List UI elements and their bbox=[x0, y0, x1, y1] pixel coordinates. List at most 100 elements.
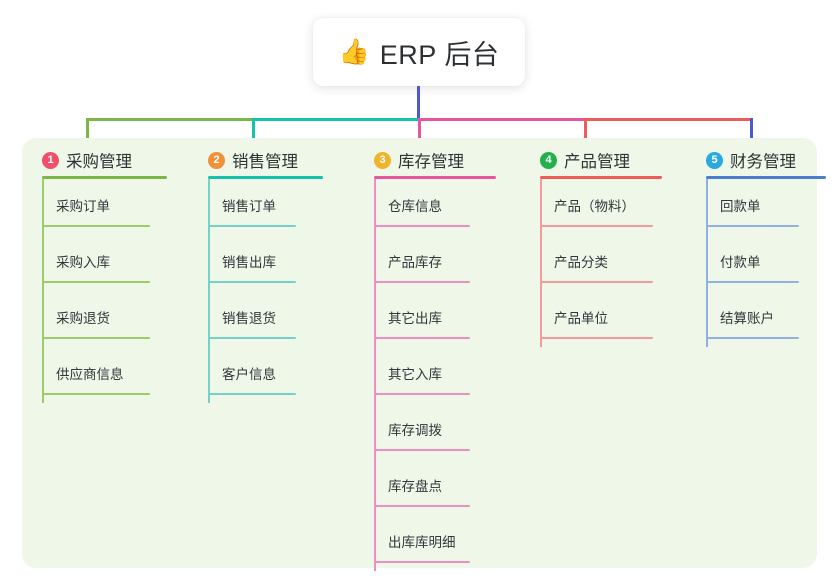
column-header-rule-stock bbox=[374, 176, 496, 179]
column-badge-finance: 5 bbox=[706, 151, 723, 169]
list-item-label: 产品库存 bbox=[388, 255, 442, 270]
list-item[interactable]: 回款单 bbox=[686, 179, 836, 235]
list-item-label: 销售出库 bbox=[222, 255, 276, 270]
list-item-rule bbox=[706, 337, 799, 339]
list-item[interactable]: 销售出库 bbox=[188, 235, 354, 291]
list-item-rule bbox=[540, 225, 653, 227]
list-item[interactable]: 库存盘点 bbox=[354, 459, 520, 515]
connector-bus-sales bbox=[252, 118, 421, 121]
column-items-purchase: 采购订单采购入库采购退货供应商信息 bbox=[22, 179, 188, 403]
connector-bus-purchase bbox=[86, 118, 255, 121]
list-item[interactable]: 供应商信息 bbox=[22, 347, 188, 403]
column-spine-product bbox=[540, 179, 542, 347]
list-item-label: 付款单 bbox=[720, 255, 761, 270]
column-spine-finance bbox=[706, 179, 708, 347]
list-item-rule bbox=[208, 337, 296, 339]
list-item[interactable]: 产品库存 bbox=[354, 235, 520, 291]
root-node[interactable]: 👍 ERP 后台 bbox=[313, 18, 525, 86]
connector-stub-purchase bbox=[86, 118, 89, 138]
list-item-label: 采购订单 bbox=[56, 199, 110, 214]
list-item[interactable]: 其它入库 bbox=[354, 347, 520, 403]
column-items-stock: 仓库信息产品库存其它出库其它入库库存调拨库存盘点出库库明细 bbox=[354, 179, 520, 571]
list-item-rule bbox=[42, 281, 150, 283]
list-item[interactable]: 采购订单 bbox=[22, 179, 188, 235]
column-header-purchase[interactable]: 1 采购管理 bbox=[22, 144, 188, 176]
list-item-label: 供应商信息 bbox=[56, 367, 124, 382]
list-item-label: 出库库明细 bbox=[388, 535, 456, 550]
list-item-rule bbox=[208, 393, 296, 395]
list-item-rule bbox=[42, 225, 150, 227]
list-item-rule bbox=[374, 337, 470, 339]
list-item[interactable]: 产品（物料） bbox=[520, 179, 686, 235]
list-item[interactable]: 采购退货 bbox=[22, 291, 188, 347]
list-item-label: 回款单 bbox=[720, 199, 761, 214]
list-item-label: 其它入库 bbox=[388, 367, 442, 382]
column-spine-purchase bbox=[42, 179, 44, 403]
list-item-label: 销售退货 bbox=[222, 311, 276, 326]
list-item[interactable]: 销售退货 bbox=[188, 291, 354, 347]
list-item[interactable]: 出库库明细 bbox=[354, 515, 520, 571]
connector-bus-product bbox=[584, 118, 753, 121]
list-item-label: 库存调拨 bbox=[388, 423, 442, 438]
list-item-label: 仓库信息 bbox=[388, 199, 442, 214]
column-title-product: 产品管理 bbox=[564, 153, 630, 171]
column-items-sales: 销售订单销售出库销售退货客户信息 bbox=[188, 179, 354, 403]
list-item-rule bbox=[374, 561, 470, 563]
column-header-stock[interactable]: 3 库存管理 bbox=[354, 144, 520, 176]
root-title: ERP 后台 bbox=[379, 39, 500, 70]
thumbs-up-emoji: 👍 bbox=[338, 37, 370, 66]
list-item-label: 结算账户 bbox=[720, 311, 774, 326]
list-item-label: 客户信息 bbox=[222, 367, 276, 382]
connector-trunk bbox=[417, 86, 420, 121]
list-item-label: 产品分类 bbox=[554, 255, 608, 270]
list-item-rule bbox=[374, 225, 470, 227]
list-item[interactable]: 销售订单 bbox=[188, 179, 354, 235]
list-item[interactable]: 采购入库 bbox=[22, 235, 188, 291]
column-header-rule-sales bbox=[208, 176, 323, 179]
connector-stub-stock bbox=[418, 118, 421, 138]
column-title-purchase: 采购管理 bbox=[66, 153, 132, 171]
list-item-rule bbox=[42, 393, 150, 395]
column-title-sales: 销售管理 bbox=[232, 153, 298, 171]
connector-stub-finance bbox=[750, 118, 753, 138]
list-item-label: 采购入库 bbox=[56, 255, 110, 270]
column-header-rule-purchase bbox=[42, 176, 167, 179]
list-item[interactable]: 付款单 bbox=[686, 235, 836, 291]
list-item[interactable]: 产品单位 bbox=[520, 291, 686, 347]
column-header-product[interactable]: 4 产品管理 bbox=[520, 144, 686, 176]
list-item-rule bbox=[374, 505, 470, 507]
list-item-label: 采购退货 bbox=[56, 311, 110, 326]
list-item-label: 产品单位 bbox=[554, 311, 608, 326]
column-badge-stock: 3 bbox=[374, 151, 391, 169]
list-item[interactable]: 结算账户 bbox=[686, 291, 836, 347]
list-item-label: 销售订单 bbox=[222, 199, 276, 214]
list-item-label: 产品（物料） bbox=[554, 199, 635, 214]
list-item-label: 其它出库 bbox=[388, 311, 442, 326]
list-item-label: 库存盘点 bbox=[388, 479, 442, 494]
list-item-rule bbox=[208, 225, 296, 227]
list-item-rule bbox=[374, 449, 470, 451]
list-item-rule bbox=[706, 225, 799, 227]
list-item-rule bbox=[208, 281, 296, 283]
list-item[interactable]: 其它出库 bbox=[354, 291, 520, 347]
column-stock: 3 库存管理仓库信息产品库存其它出库其它入库库存调拨库存盘点出库库明细 bbox=[354, 144, 520, 571]
column-spine-sales bbox=[208, 179, 210, 403]
column-badge-purchase: 1 bbox=[42, 151, 59, 169]
list-item-rule bbox=[540, 337, 653, 339]
column-badge-product: 4 bbox=[540, 151, 557, 169]
connector-bus-stock bbox=[418, 118, 587, 121]
column-purchase: 1 采购管理采购订单采购入库采购退货供应商信息 bbox=[22, 144, 188, 403]
column-items-finance: 回款单付款单结算账户 bbox=[686, 179, 836, 347]
list-item[interactable]: 库存调拨 bbox=[354, 403, 520, 459]
content-panel bbox=[22, 138, 817, 568]
column-product: 4 产品管理产品（物料） 产品分类产品单位 bbox=[520, 144, 686, 347]
column-title-stock: 库存管理 bbox=[398, 153, 464, 171]
list-item[interactable]: 产品分类 bbox=[520, 235, 686, 291]
list-item[interactable]: 仓库信息 bbox=[354, 179, 520, 235]
column-spine-stock bbox=[374, 179, 376, 571]
list-item[interactable]: 客户信息 bbox=[188, 347, 354, 403]
